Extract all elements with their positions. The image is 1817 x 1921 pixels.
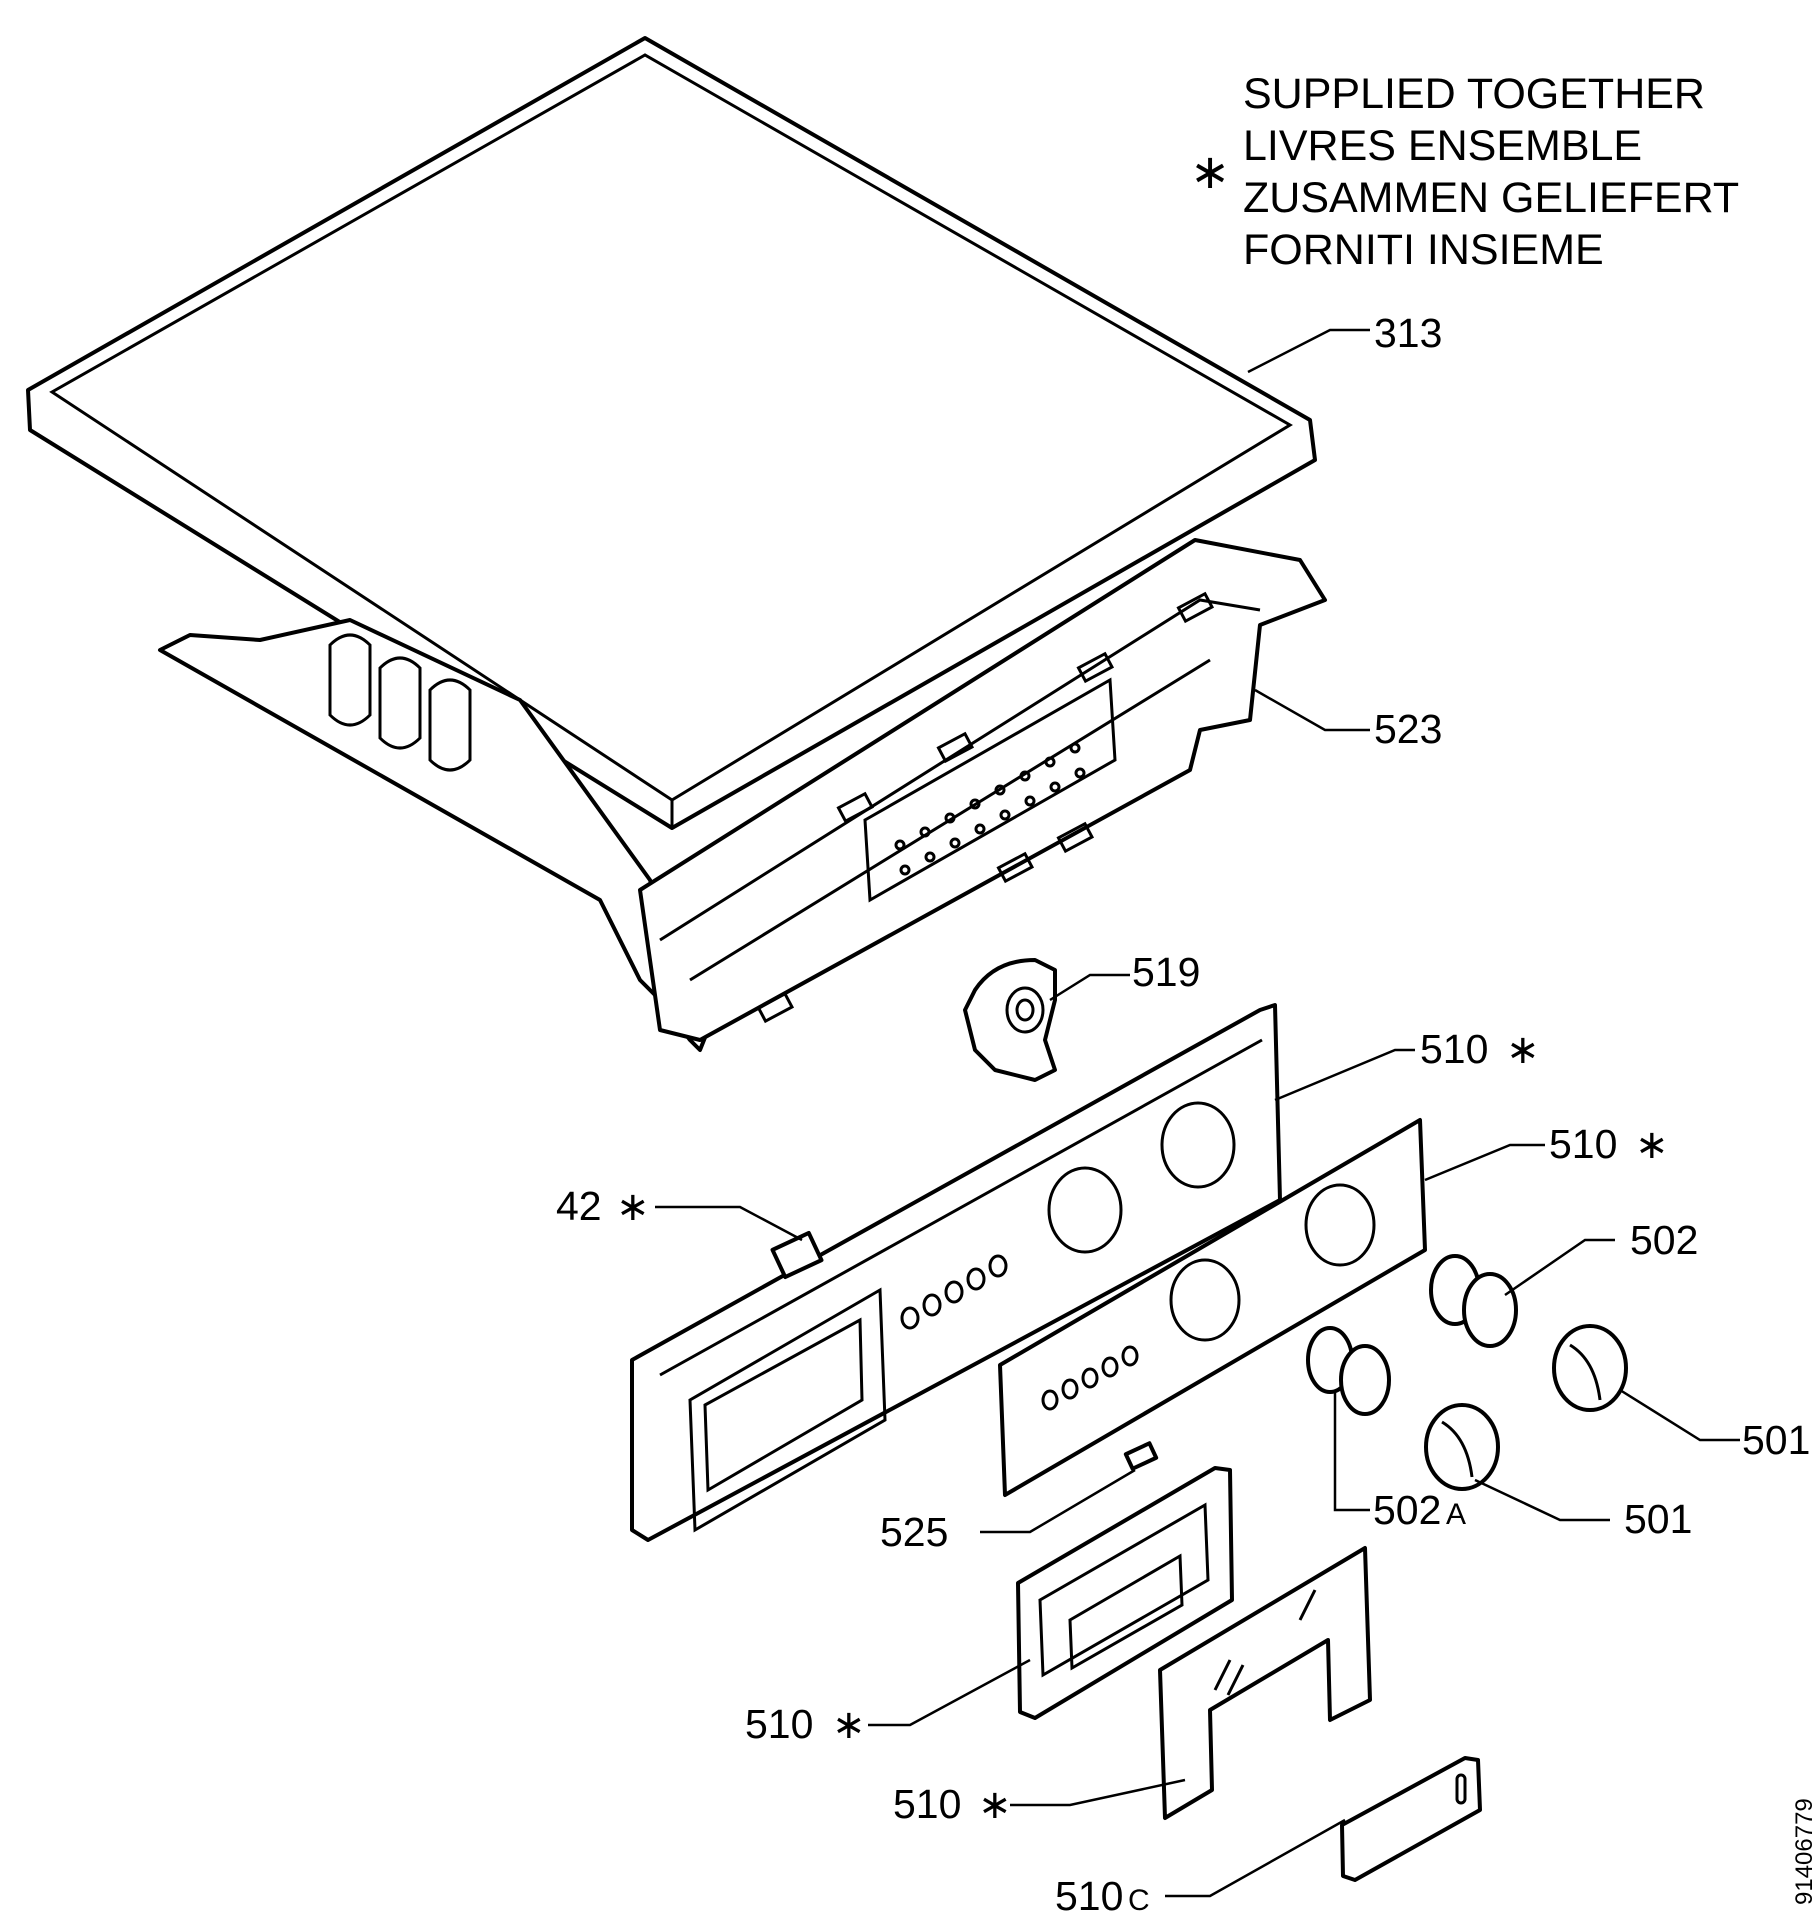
label-510-door-star: ∗ xyxy=(832,1702,866,1748)
label-313: 313 xyxy=(1374,310,1442,356)
label-502a-suffix: A xyxy=(1446,1498,1466,1531)
leader-lines xyxy=(655,328,1740,1898)
part-labels: 313 523 519 510 ∗ 510 ∗ 42 ∗ 502 501 502… xyxy=(556,310,1810,1919)
label-42: 42 xyxy=(556,1183,602,1229)
label-523: 523 xyxy=(1374,706,1442,752)
legend-line-fr: LIVRES ENSEMBLE xyxy=(1243,122,1642,170)
document-id: 91406779 xyxy=(1791,1798,1817,1905)
label-510-plate: 510 xyxy=(1549,1121,1617,1167)
part-501-knob-upper xyxy=(1552,1324,1628,1412)
label-510c: 510 xyxy=(1055,1873,1123,1919)
indicator-row-1 xyxy=(900,1254,1008,1330)
part-510c-tab xyxy=(1340,1756,1482,1882)
legend-line-de: ZUSAMMEN GELIEFERT xyxy=(1243,174,1739,222)
part-510-panel-plate xyxy=(998,1118,1427,1497)
part-313-top-cover xyxy=(26,36,1317,830)
legend-symbol: ∗ xyxy=(1190,144,1230,200)
label-510-window-star: ∗ xyxy=(978,1782,1012,1828)
part-502-bushing xyxy=(1429,1254,1518,1348)
label-510-plate-star: ∗ xyxy=(1635,1122,1669,1168)
label-519: 519 xyxy=(1132,949,1200,995)
part-510-door xyxy=(1016,1466,1234,1720)
label-501-lower: 501 xyxy=(1624,1496,1692,1542)
label-510c-suffix: C xyxy=(1128,1884,1150,1917)
part-525-pin xyxy=(1123,1441,1159,1471)
part-510-fascia xyxy=(630,1003,1282,1542)
part-501-knob-lower xyxy=(1424,1403,1500,1491)
label-502a: 502 xyxy=(1373,1487,1441,1533)
legend: ∗ SUPPLIED TOGETHER LIVRES ENSEMBLE ZUSA… xyxy=(1190,70,1739,274)
legend-line-it: FORNITI INSIEME xyxy=(1243,226,1604,274)
part-519-mechanism xyxy=(963,958,1057,1082)
label-510-fascia: 510 xyxy=(1420,1026,1488,1072)
label-510-fascia-star: ∗ xyxy=(1506,1027,1540,1073)
legend-line-en: SUPPLIED TOGETHER xyxy=(1243,70,1705,118)
part-510-window xyxy=(1158,1546,1372,1820)
part-42-clip xyxy=(770,1230,824,1280)
label-525: 525 xyxy=(880,1509,948,1555)
label-42-star: ∗ xyxy=(616,1184,650,1230)
label-501-upper: 501 xyxy=(1742,1417,1810,1463)
label-502: 502 xyxy=(1630,1217,1698,1263)
indicator-row-2 xyxy=(1041,1345,1139,1411)
vent-holes xyxy=(894,742,1086,876)
part-502a-bushing xyxy=(1306,1326,1391,1416)
label-510-door: 510 xyxy=(745,1701,813,1747)
part-523-frame xyxy=(158,538,1327,1052)
label-510-window: 510 xyxy=(893,1781,961,1827)
